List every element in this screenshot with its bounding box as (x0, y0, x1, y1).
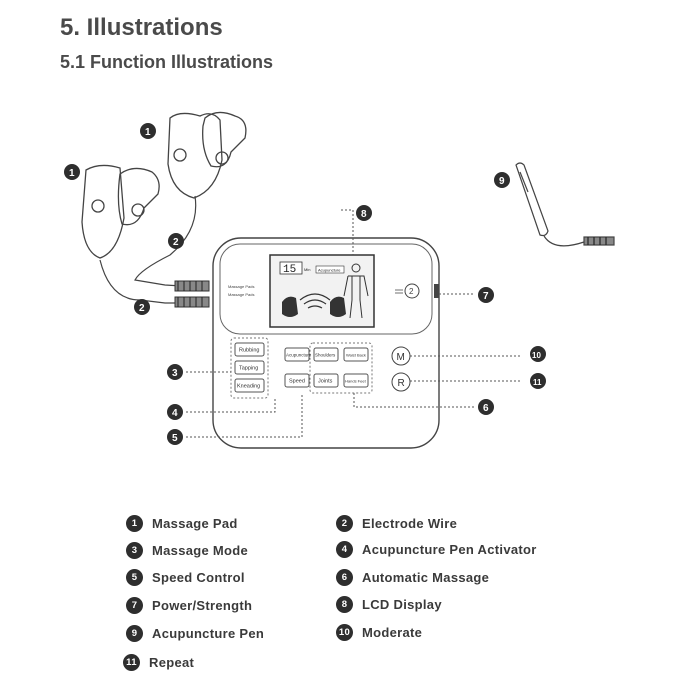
side-label-1: Massage Pads (228, 284, 254, 289)
waist-back-button[interactable] (343, 347, 369, 362)
callout-1a: 1 (145, 127, 151, 138)
rubbing-button[interactable] (234, 342, 265, 357)
shoulders-button[interactable] (313, 347, 339, 362)
speed-label: Speed (289, 379, 305, 385)
shoulders-label: Shoulders (315, 353, 336, 358)
joints-button[interactable] (313, 373, 339, 388)
round-buttons: M R (391, 346, 411, 392)
acupuncture-pen (515, 162, 615, 247)
callout-lines (186, 209, 520, 438)
power-knob: 2 (395, 283, 420, 299)
speed-button[interactable] (284, 373, 310, 388)
device-top-panel (219, 243, 433, 335)
rubbing-label: Rubbing (239, 348, 260, 354)
callout-2a: 2 (173, 237, 179, 248)
callout-6: 6 (483, 403, 489, 414)
section-subheading: 5.1 Function Illustrations (60, 52, 274, 72)
acupuncture-label: Acupuncture (286, 353, 312, 358)
tapping-button[interactable] (234, 360, 265, 375)
callout-3: 3 (172, 368, 178, 379)
hands-feet-label: Hands Feet (345, 379, 367, 384)
side-label-2: Massage Pads (228, 292, 254, 297)
callout-11: 11 (533, 378, 542, 387)
callout-4: 4 (172, 408, 178, 419)
callout-10: 10 (532, 351, 541, 360)
lcd-unit: Min (304, 267, 310, 272)
repeat-button-label: R (398, 378, 405, 389)
massage-pad-lower (81, 164, 160, 259)
callout-badges: 1 1 2 2 3 4 5 6 7 8 9 10 11 (64, 123, 546, 445)
side-connector (434, 284, 439, 298)
acupuncture-button[interactable] (284, 347, 310, 362)
knob-label: 2 (409, 287, 414, 296)
automatic-buttons: Acupuncture Shoulders Waist Back Speed J… (284, 347, 369, 388)
massage-pad-upper (167, 111, 247, 199)
callout-9: 9 (499, 176, 505, 187)
lcd-mode: Acupuncture (318, 268, 341, 273)
repeat-button[interactable] (391, 372, 411, 392)
mode-buttons: Rubbing Tapping Kneading (234, 342, 265, 393)
callout-7: 7 (483, 291, 489, 302)
kneading-label: Kneading (237, 384, 260, 390)
callout-2b: 2 (139, 303, 145, 314)
tapping-label: Tapping (239, 366, 258, 372)
joints-label: Joints (318, 379, 333, 385)
wire-plugs (174, 280, 210, 308)
kneading-button[interactable] (234, 378, 265, 393)
callout-8: 8 (361, 209, 367, 220)
hands-feet-button[interactable] (343, 373, 369, 388)
moderate-button-label: M (397, 352, 405, 363)
callout-5: 5 (172, 433, 178, 444)
lcd-display: 15 Min Acupuncture (269, 254, 375, 328)
callout-1b: 1 (69, 168, 75, 179)
lcd-number: 15 (283, 264, 296, 276)
waist-back-label: Waist Back (346, 353, 366, 358)
section-heading: 5. Illustrations (60, 14, 223, 41)
